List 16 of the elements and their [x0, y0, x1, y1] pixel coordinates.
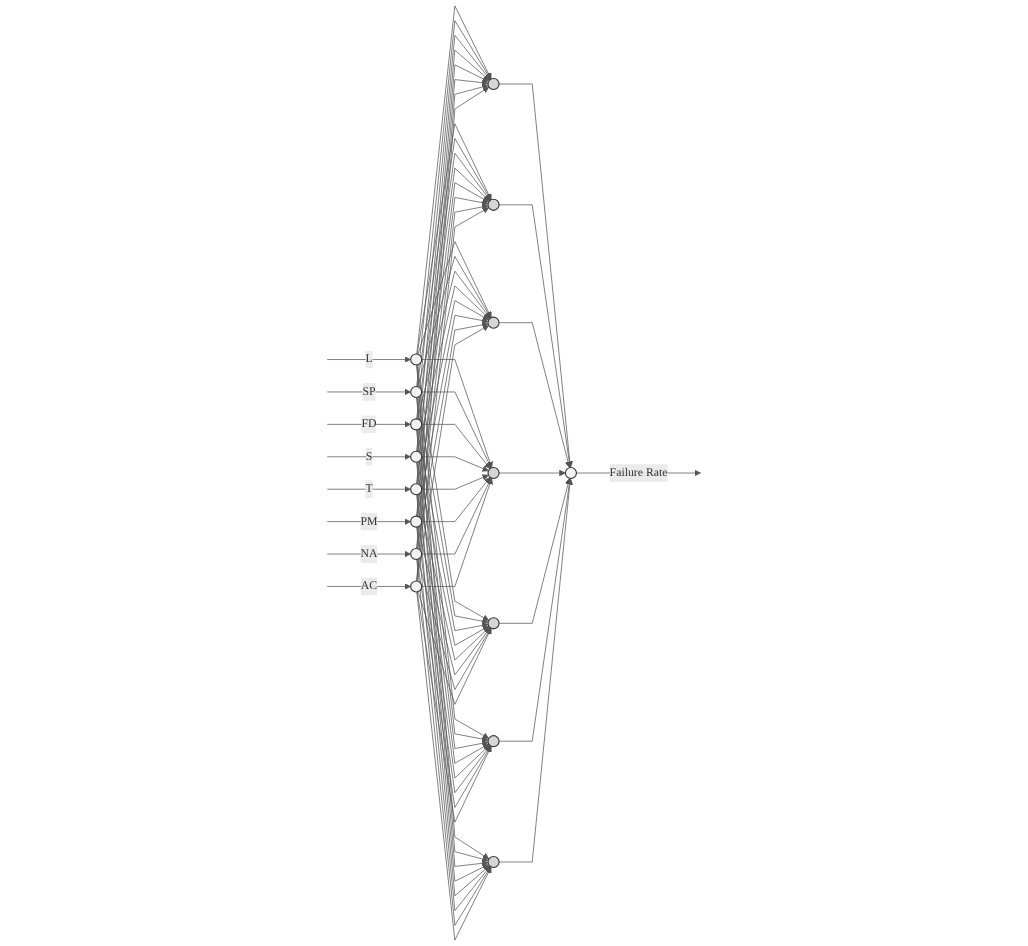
node-circle [410, 385, 423, 399]
node-circle [410, 353, 423, 366]
node-circle [410, 418, 423, 431]
node-circle [487, 735, 500, 748]
node-circle [410, 483, 423, 496]
node-circle [487, 198, 500, 211]
node-circle [487, 617, 500, 630]
node-circle [410, 515, 423, 528]
node-circle [410, 580, 423, 593]
node-circle [487, 466, 500, 480]
node-circle [564, 466, 577, 480]
node-circle [410, 547, 423, 561]
node-circle [487, 77, 500, 91]
node-circle [487, 316, 500, 329]
node-circle [410, 450, 423, 463]
node-circle [487, 855, 500, 869]
